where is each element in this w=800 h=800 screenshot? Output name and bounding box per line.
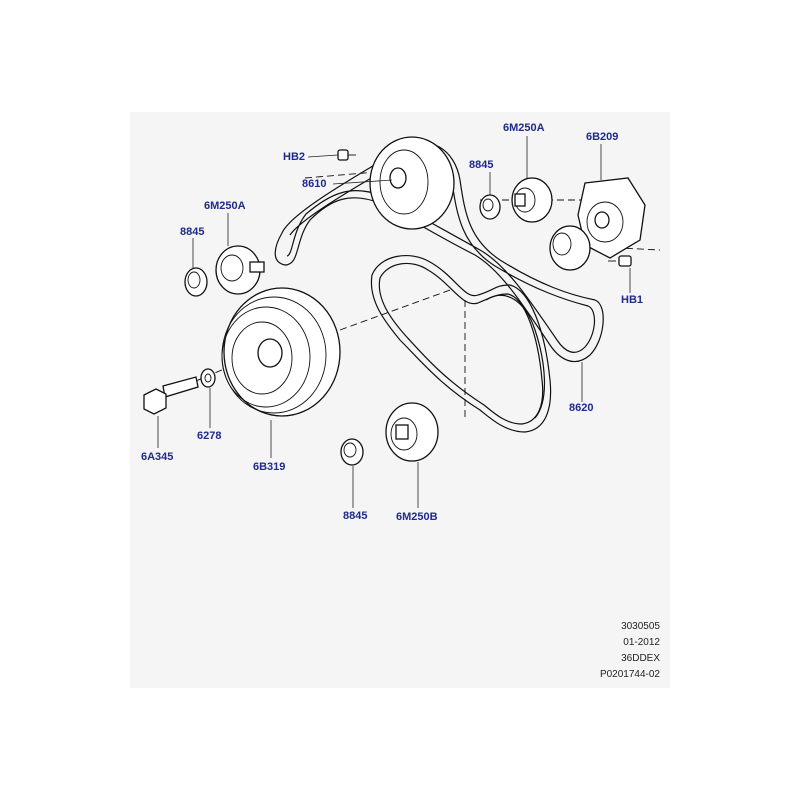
ref-number: 3030505 (621, 621, 660, 632)
callout-hb2: HB2 (283, 151, 306, 163)
bolt-hb2 (337, 149, 356, 161)
leader-lines (157, 136, 631, 508)
idler-6m250b (385, 402, 439, 462)
callout-6m250b: 6M250B (396, 511, 438, 523)
bolt-6a345 (143, 376, 199, 415)
callout-6b209: 6B209 (586, 131, 619, 143)
callout-8620: 8620 (569, 402, 594, 414)
callout-6m250a-top: 6M250A (503, 122, 545, 134)
bolt-hb1 (608, 255, 632, 267)
ref-part-code: P0201744-02 (599, 669, 660, 680)
callout-6278: 6278 (197, 430, 222, 442)
callout-8845-bottom: 8845 (343, 510, 368, 522)
cap-8845-bottom (340, 438, 364, 466)
lower-belt-8620 (370, 254, 552, 433)
ref-date: 01-2012 (623, 637, 660, 648)
callout-8845-top: 8845 (469, 159, 494, 171)
callout-6b319: 6B319 (253, 461, 286, 473)
tensioner-6b209 (549, 177, 646, 271)
idler-6m250a-left (215, 245, 265, 295)
callout-6a345: 6A345 (141, 451, 174, 463)
callout-hb1: HB1 (621, 294, 644, 306)
callout-6m250a-left: 6M250A (204, 200, 246, 212)
callout-8845-left: 8845 (180, 226, 205, 238)
callout-8610: 8610 (302, 178, 327, 190)
ref-model: 36DDEX (621, 653, 660, 664)
damper-6b319 (221, 287, 341, 417)
washer-6278 (200, 368, 216, 388)
idler-6m250a-top (511, 177, 553, 223)
cap-8845-left (184, 267, 208, 297)
cap-8845-top (479, 194, 501, 220)
pulley-8610 (369, 136, 455, 230)
